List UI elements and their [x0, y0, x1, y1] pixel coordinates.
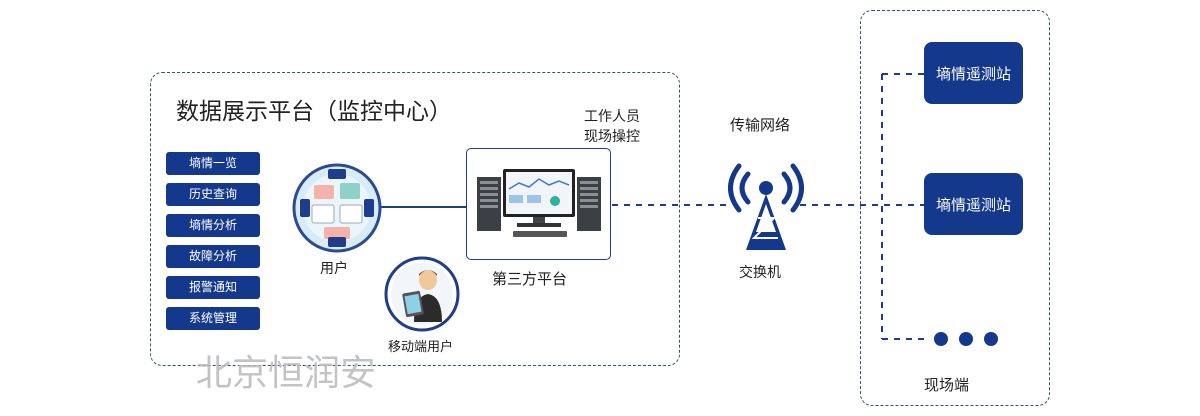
- platform-title: 数据展示平台（监控中心）: [176, 99, 452, 125]
- more-stations-dot-1: [934, 332, 948, 346]
- third-party-platform-box: [466, 148, 611, 260]
- field-station-1[interactable]: 墒情遥测站: [924, 42, 1023, 104]
- field-label: 现场端: [924, 376, 970, 394]
- menu-item-overview[interactable]: 墒情一览: [166, 152, 260, 175]
- operator-label-line2: 现场操控: [584, 129, 640, 145]
- network-title: 传输网络: [730, 116, 791, 134]
- field-region: [860, 10, 1050, 406]
- server-workstation-icon: [477, 169, 601, 237]
- field-station-2[interactable]: 墒情遥测站: [924, 173, 1023, 235]
- more-stations-dot-3: [984, 332, 998, 346]
- menu-item-history[interactable]: 历史查询: [166, 183, 260, 206]
- menu-item-alarm[interactable]: 报警通知: [166, 276, 260, 299]
- third-party-platform-label: 第三方平台: [492, 270, 568, 288]
- user-dashboard-icon: [292, 163, 382, 257]
- menu-item-fault[interactable]: 故障分析: [166, 245, 260, 268]
- monitoring-center-region: [150, 72, 680, 366]
- menu-item-system[interactable]: 系统管理: [166, 307, 260, 330]
- menu-item-analysis[interactable]: 墒情分析: [166, 214, 260, 237]
- mobile-user-label: 移动端用户: [388, 340, 454, 355]
- switch-label: 交换机: [739, 265, 781, 281]
- more-stations-dot-2: [959, 332, 973, 346]
- user-label: 用户: [320, 261, 348, 277]
- operator-label-line1: 工作人员: [584, 109, 640, 125]
- watermark: 北京恒润安: [196, 353, 377, 394]
- tower-icon: [726, 158, 806, 258]
- mobile-user-icon: [384, 256, 460, 336]
